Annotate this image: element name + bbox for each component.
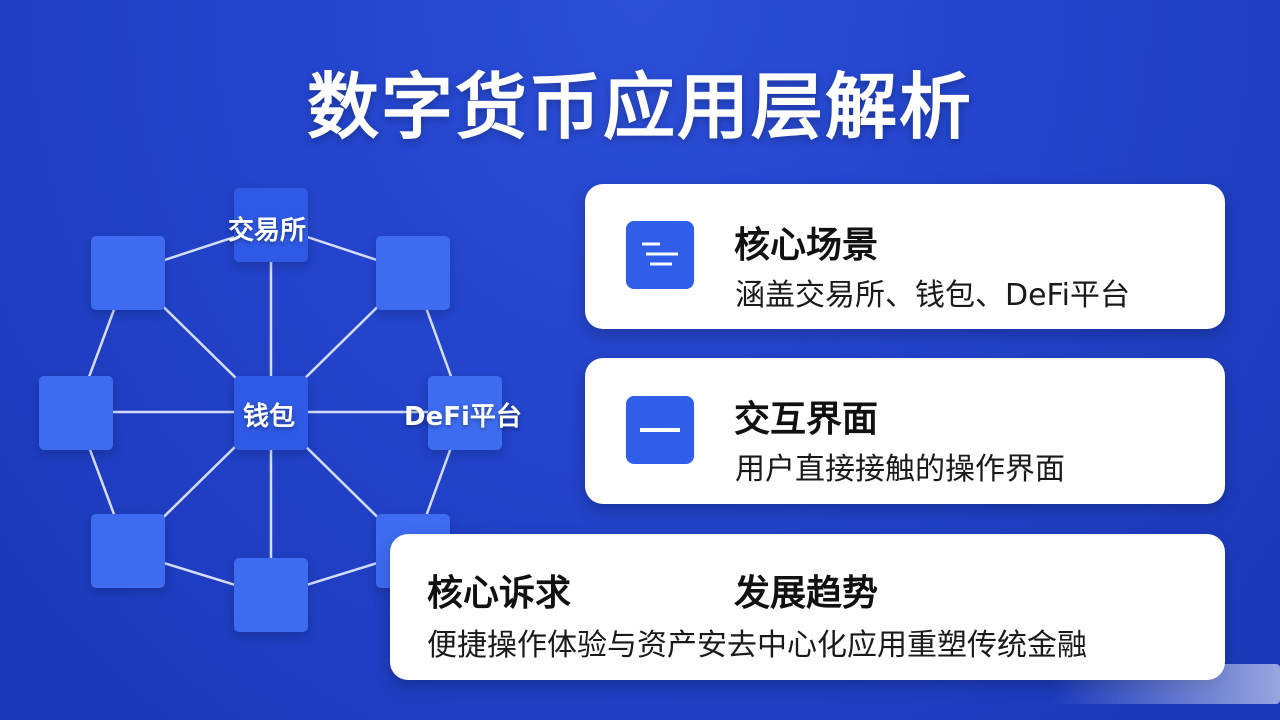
card-interface: 交互界面 用户直接接触的操作界面 xyxy=(585,358,1225,504)
card-heading: 核心场景 xyxy=(734,225,879,266)
card-heading: 交互界面 xyxy=(734,399,879,440)
node-exchange xyxy=(234,188,308,262)
heading-trends: 发展趋势 xyxy=(734,573,879,614)
node-defi xyxy=(428,376,502,450)
label-exchange: 交易所 xyxy=(228,216,307,246)
card-core-scenarios: 核心场景 涵盖交易所、钱包、DeFi平台 xyxy=(585,184,1225,329)
node-top-right xyxy=(376,236,450,310)
label-wallet: 钱包 xyxy=(243,402,296,432)
node-top-left xyxy=(91,236,165,310)
node-bottom-left xyxy=(91,514,165,588)
card-demands-trends: 核心诉求 发展趋势 便捷操作体验与资产安去中心化应用重塑传统金融 xyxy=(390,534,1225,680)
bottom-card-text: 便捷操作体验与资产安去中心化应用重塑传统金融 xyxy=(427,628,1087,663)
minus-icon xyxy=(626,396,694,464)
page-title: 数字货币应用层解析 xyxy=(306,65,973,149)
heading-core-demands: 核心诉求 xyxy=(427,573,572,614)
label-defi: DeFi平台 xyxy=(404,402,522,432)
node-bottom xyxy=(234,558,308,632)
list-icon xyxy=(626,221,694,289)
node-left xyxy=(39,376,113,450)
card-text: 涵盖交易所、钱包、DeFi平台 xyxy=(735,278,1130,313)
node-wallet xyxy=(234,376,308,450)
card-text: 用户直接接触的操作界面 xyxy=(735,452,1065,487)
watermark xyxy=(1052,664,1280,704)
